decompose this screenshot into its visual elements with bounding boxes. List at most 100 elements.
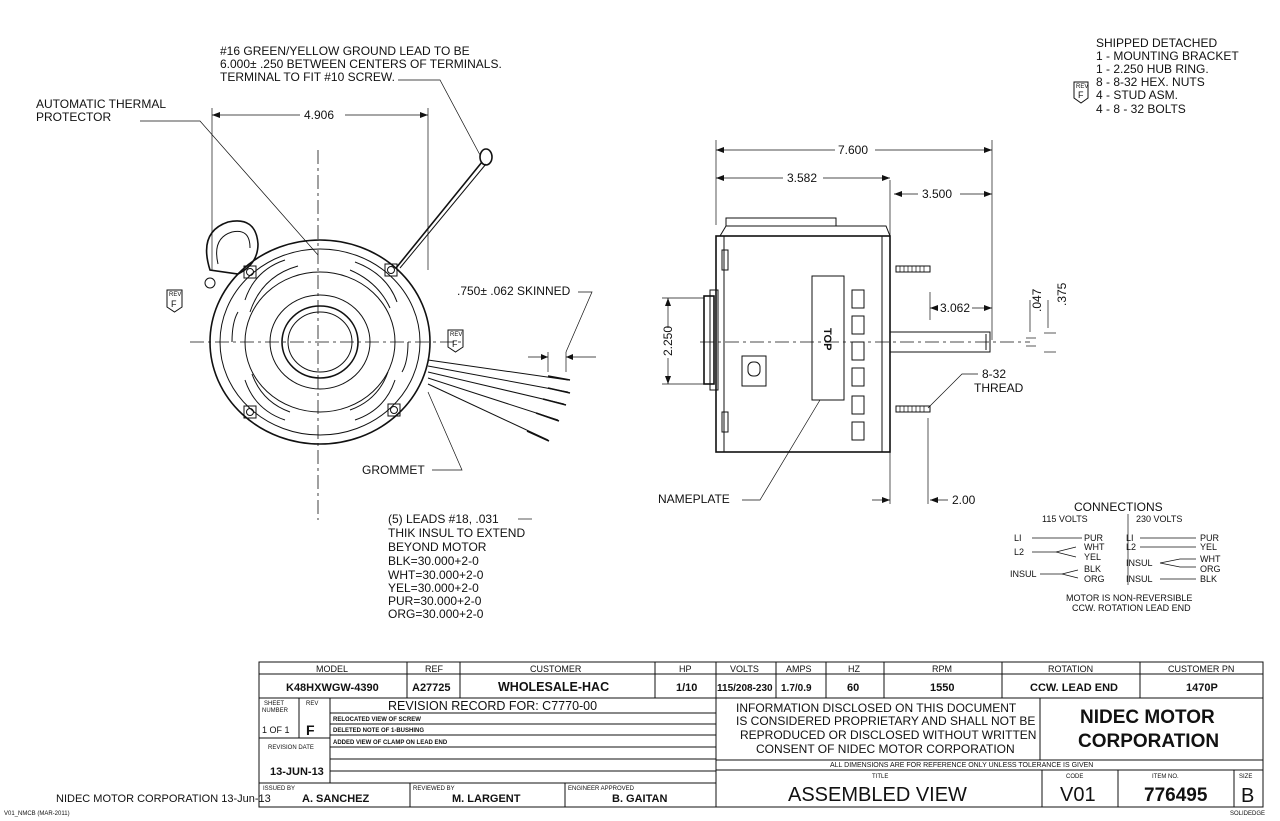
ground-lead [395,148,493,269]
svg-text:INSUL: INSUL [1010,569,1037,579]
val-rpm: 1550 [930,682,954,694]
svg-text:INSUL: INSUL [1126,574,1153,584]
val-customer: WHOLESALE-HAC [498,680,609,694]
dim-3062: 3.062 [940,301,970,315]
svg-text:REVIEWED BY: REVIEWED BY [413,786,455,792]
svg-text:SIZE: SIZE [1239,774,1252,780]
drawing-title: ASSEMBLED VIEW [788,784,967,806]
top-label: TOP [821,328,833,350]
hdr-ref: REF [425,664,444,674]
hdr-customer-pn: CUSTOMER PN [1168,664,1234,674]
svg-text:ENGINEER APPROVED: ENGINEER APPROVED [568,786,635,792]
nameplate [811,275,845,401]
motor-side-view: 7.600 3.582 3.500 3.062 2.250 .047 .375 [658,140,1069,507]
leads-line-8: ORG=30.000+2-0 [388,607,484,621]
svg-text:L2: L2 [1126,542,1136,552]
thermal-protector [204,220,259,289]
svg-text:SHEET: SHEET [264,701,284,707]
svg-text:REV: REV [306,701,318,707]
rev-marker-icon: REV F [1073,81,1089,104]
leads-line-6: YEL=30.000+2-0 [388,581,479,595]
leads-note: (5) LEADS #18, .031 THIK INSUL TO EXTEND… [388,512,532,621]
rev-marker-icon: REV F [166,289,183,313]
size: B [1241,785,1254,807]
svg-text:REV: REV [450,332,462,338]
svg-text:REV: REV [169,292,181,298]
volts-115: 115 VOLTS [1042,514,1088,524]
svg-text:REV: REV [1076,84,1088,90]
svg-text:WHT: WHT [1200,554,1221,564]
hub-opening [281,305,359,379]
volts-230: 230 VOLTS [1136,514,1182,524]
svg-text:ORG: ORG [1084,574,1105,584]
ground-lead-note: #16 GREEN/YELLOW GROUND LEAD TO BE 6.000… [220,44,502,156]
thermal-note-line-1: AUTOMATIC THERMAL [36,97,166,111]
svg-text:MOTOR IS NON-REVERSIBLE: MOTOR IS NON-REVERSIBLE [1066,593,1192,603]
shipped-line-2: 1 - MOUNTING BRACKET [1096,49,1239,63]
ground-note-leader [398,79,481,156]
revision-record: REVISION RECORD FOR: C7770-00 [388,699,597,713]
code: V01 [1060,784,1096,806]
dim-047: .047 [1030,288,1044,312]
hdr-customer: CUSTOMER [530,664,582,674]
leads-line-2: THIK INSUL TO EXTEND [388,526,525,540]
rev-value: F [306,722,315,738]
company-line-2: CORPORATION [1078,731,1219,752]
dim-3582: 3.582 [787,171,817,185]
leads-line-5: WHT=30.000+2-0 [388,568,484,582]
hdr-volts: VOLTS [730,664,759,674]
val-volts: 115/208-230 [717,683,773,694]
hdr-amps: AMPS [786,664,812,674]
footer-software: SOLIDEDGE [1230,811,1265,817]
svg-text:WHT: WHT [1084,542,1105,552]
grommet-label: GROMMET [362,463,425,477]
issued-by: A. SANCHEZ [302,793,370,805]
svg-text:INSUL: INSUL [1126,558,1153,568]
leads-line-1: (5) LEADS #18, .031 [388,512,499,526]
svg-text:CODE: CODE [1066,774,1083,780]
shipped-line-3: 1 - 2.250 HUB RING. [1096,62,1209,76]
svg-text:IS CONSIDERED PROPRIETARY AND: IS CONSIDERED PROPRIETARY AND SHALL NOT … [736,714,1035,728]
company-line-1: NIDEC MOTOR [1080,707,1215,728]
hdr-model: MODEL [316,664,348,674]
lead-wires [427,359,571,442]
shipped-line-1: SHIPPED DETACHED [1096,36,1217,50]
stud-bottom [895,405,931,413]
item-number: 776495 [1144,785,1208,806]
thread-line-1: 8-32 [982,367,1006,381]
ground-note-line-2: 6.000± .250 BETWEEN CENTERS OF TERMINALS… [220,57,502,71]
motor-outer-shell [209,239,431,445]
hdr-hz: HZ [848,664,860,674]
thread-line-2: THREAD [974,381,1024,395]
revision-date: 13-JUN-13 [270,766,324,778]
stud-top [895,265,931,273]
dim-375: .375 [1055,282,1069,306]
svg-text:TITLE: TITLE [872,774,888,780]
connections-diagram: CONNECTIONS 115 VOLTS 230 VOLTS LI L2 IN… [1010,500,1221,613]
dim-3500: 3.500 [922,187,952,201]
svg-text:ISSUED BY: ISSUED BY [263,786,295,792]
svg-text:BLK: BLK [1200,574,1217,584]
svg-text:F: F [452,339,458,349]
motor-end-view: 4.906 [166,108,596,621]
val-hp: 1/10 [676,682,697,694]
skinned-note: .750± .062 SKINNED [457,284,571,298]
mount-hole-br [387,403,401,417]
svg-text:CCW. ROTATION LEAD END: CCW. ROTATION LEAD END [1072,603,1191,613]
svg-text:DELETED NOTE OF 1-BUSHING: DELETED NOTE OF 1-BUSHING [333,728,424,734]
svg-text:ITEM NO.: ITEM NO. [1152,774,1179,780]
sheet-of: 1 OF 1 [262,725,290,735]
svg-text:ORG: ORG [1200,564,1221,574]
hdr-rotation: ROTATION [1048,664,1093,674]
thermal-note-leader [140,120,319,256]
title-block: MODEL REF CUSTOMER HP VOLTS AMPS HZ RPM … [258,661,1264,808]
dim-2250: 2.250 [661,326,675,356]
svg-text:CONSENT OF NIDEC MOTOR CORPORA: CONSENT OF NIDEC MOTOR CORPORATION [756,742,1015,756]
svg-text:REVISION DATE: REVISION DATE [268,745,314,751]
connections-title: CONNECTIONS [1074,500,1163,514]
dim-7600: 7.600 [838,143,868,157]
svg-text:NUMBER: NUMBER [262,708,289,714]
rev-marker-icon: REV F [447,329,464,353]
leads-line-4: BLK=30.000+2-0 [388,554,479,568]
footer-company-date: NIDEC MOTOR CORPORATION 13-Jun-13 [56,793,271,805]
